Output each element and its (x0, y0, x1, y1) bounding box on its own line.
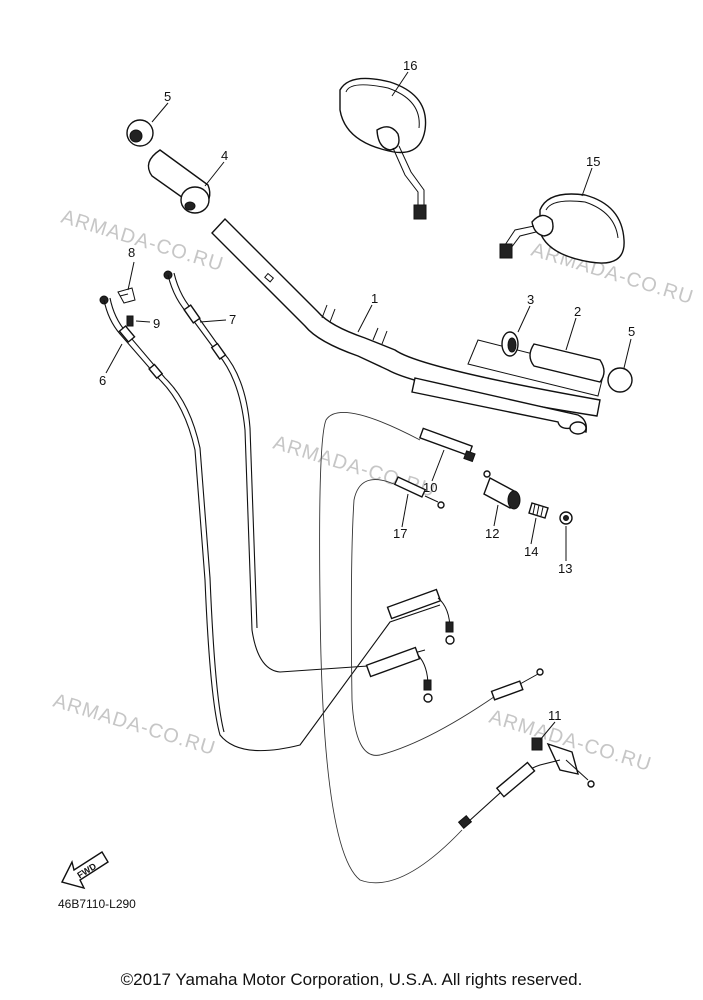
callout-12: 12 (485, 526, 499, 541)
callout-15: 15 (586, 154, 600, 169)
watermark-1: ARMADA-CO.RU (59, 206, 227, 276)
bolt-part-14[interactable] (528, 502, 549, 519)
fwd-arrow-icon: FWD (60, 851, 109, 890)
throttle-grip-part-4[interactable] (147, 149, 211, 214)
callout-3: 3 (527, 292, 534, 307)
handlebar-part-1[interactable] (211, 217, 601, 435)
callout-13: 13 (558, 561, 572, 576)
callout-9: 9 (153, 316, 160, 331)
callout-4: 4 (221, 148, 228, 163)
callout-11: 11 (548, 708, 562, 723)
cable-part-10[interactable] (418, 427, 491, 478)
grip-end-part-5-left[interactable] (126, 119, 154, 147)
callout-8: 8 (128, 245, 135, 260)
adjuster-part-12[interactable] (483, 477, 521, 510)
callout-6: 6 (99, 373, 106, 388)
leader-lines (105, 71, 632, 741)
callout-14: 14 (524, 544, 538, 559)
callout-17: 17 (393, 526, 407, 541)
callout-7: 7 (229, 312, 236, 327)
clutch-cable-loop (319, 412, 505, 884)
callout-16: 16 (403, 58, 417, 73)
nut-part-13[interactable] (559, 511, 573, 525)
cable-part-7[interactable] (163, 270, 426, 673)
watermark-4: ARMADA-CO.RU (51, 690, 219, 760)
cable-connectors (365, 588, 544, 703)
callout-1: 1 (371, 291, 378, 306)
cable-end-part-17[interactable] (393, 476, 445, 509)
callout-2: 2 (574, 304, 581, 319)
cable-part-6[interactable] (99, 295, 441, 752)
mirror-part-16[interactable] (339, 77, 427, 220)
copyright-notice: ©2017 Yamaha Motor Corporation, U.S.A. A… (120, 970, 583, 989)
diagram-code: 46B7110-L290 (58, 897, 136, 911)
callout-5-right: 5 (628, 324, 635, 339)
callout-10: 10 (423, 480, 437, 495)
callout-5-top: 5 (164, 89, 171, 104)
fasteners-part-8-9[interactable] (117, 287, 136, 327)
mirror-part-15[interactable] (499, 193, 625, 264)
callouts: 1 2 3 4 5 5 6 7 8 9 10 11 12 13 14 15 16… (99, 58, 635, 723)
cable-bracket-part-11[interactable] (457, 737, 595, 829)
grip-assembly-right[interactable] (467, 331, 633, 397)
